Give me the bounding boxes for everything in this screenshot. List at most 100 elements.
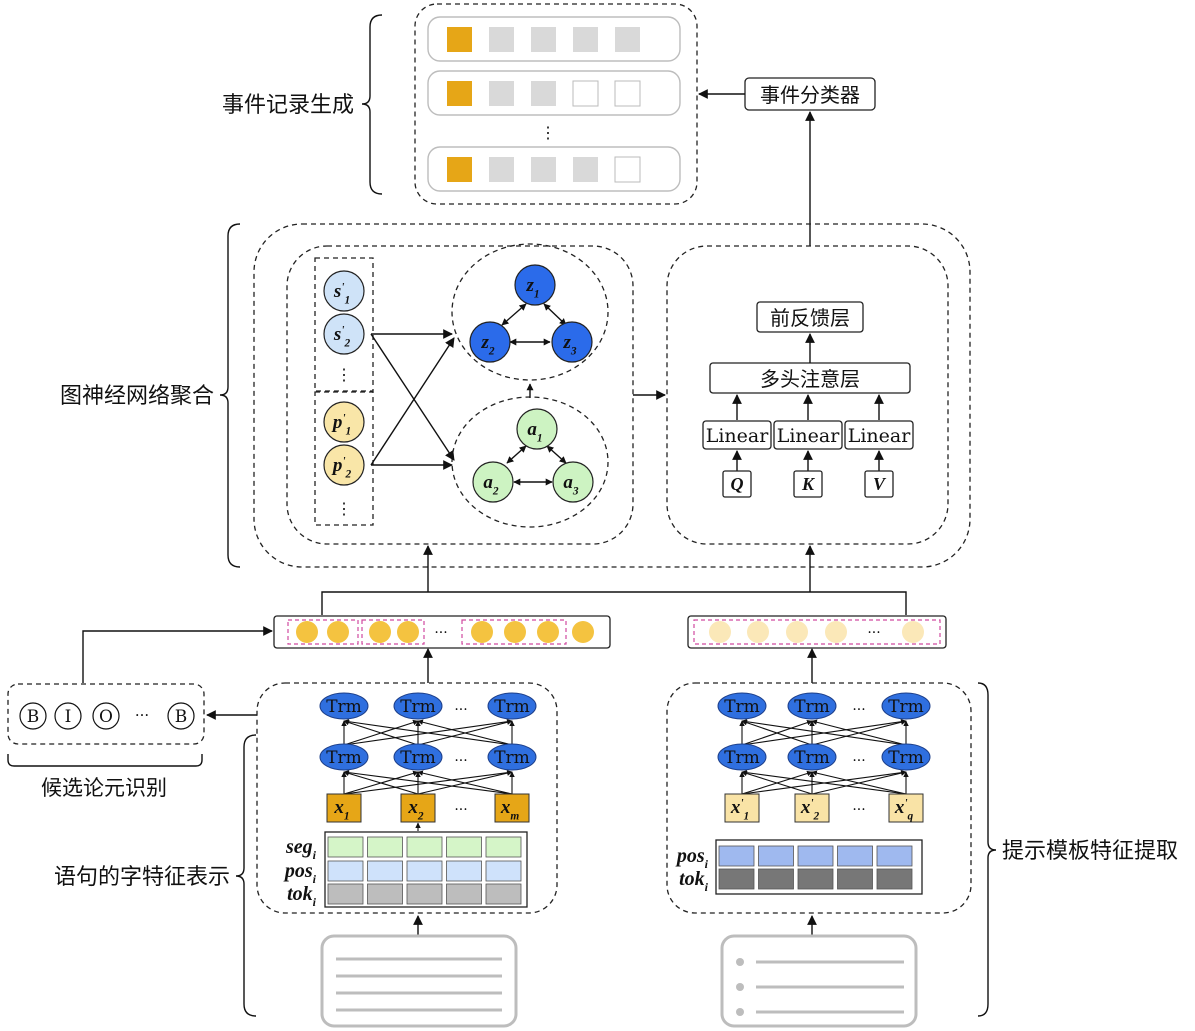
token-dot — [296, 621, 318, 643]
bio-tag-label: B — [175, 707, 188, 727]
trm-label: Trm — [400, 697, 436, 717]
embedding-cell — [328, 837, 363, 857]
token-dot — [786, 621, 808, 643]
a1-a2-edge — [507, 446, 526, 463]
embedding-cell — [838, 869, 873, 889]
s-to-a-arrow — [371, 334, 454, 460]
trm-ellipsis: ··· — [454, 702, 467, 718]
embedding-label-sub: i — [705, 880, 709, 894]
right-encoder-section: 提示模板特征提取 TrmTrmTrm···TrmTrmTrm···x'1x'2x… — [667, 683, 1178, 1026]
embedding-cell — [759, 846, 794, 866]
linear-label: Linear — [777, 425, 841, 447]
bullet-dot — [736, 1008, 744, 1016]
embedding-label-base: pos — [283, 860, 313, 882]
argument-cell — [489, 81, 514, 106]
p1-node-label-sub: 1 — [345, 426, 351, 438]
z1-z3-edge — [544, 304, 566, 325]
gnn-outer-frame — [254, 224, 970, 567]
brace-gnn — [220, 224, 240, 567]
brace-event-record — [362, 15, 382, 194]
embedding-cell — [447, 861, 482, 881]
input-ellipsis: ··· — [852, 802, 865, 818]
event-type-cell — [447, 157, 472, 182]
embedding-cell — [486, 837, 521, 857]
argument-cell — [489, 157, 514, 182]
left-seq-ellipsis: ··· — [434, 625, 447, 641]
s2-node-label-prime: ' — [341, 324, 344, 336]
argument-cell — [531, 81, 556, 106]
bio-tags: BIOB — [20, 703, 194, 729]
embedding-cell — [328, 884, 363, 904]
input-token-base: x — [407, 797, 418, 818]
input-token-base: x — [894, 797, 905, 818]
qkv-label: V — [873, 474, 887, 494]
s1-node-label-sub: 1 — [344, 295, 350, 307]
multi-head-attention-label: 多头注意层 — [760, 367, 860, 391]
feed-forward-label: 前反馈层 — [770, 306, 850, 330]
records-ellipsis: ⋮ — [540, 123, 556, 142]
a1-a3-edge — [547, 446, 566, 463]
input-ellipsis: ··· — [454, 802, 467, 818]
embedding-label-sub: i — [313, 872, 317, 886]
z-graph-ellipse — [452, 244, 608, 380]
s2-node-label-sub: 2 — [343, 338, 350, 350]
z2-node-label-sub: 2 — [488, 346, 495, 358]
p2-node-label-base: p — [331, 455, 343, 476]
token-dot — [572, 621, 594, 643]
input-token-sub: 1 — [743, 811, 749, 823]
trm-label: Trm — [494, 697, 530, 717]
argument-cell — [573, 81, 598, 106]
trm-ellipsis: ··· — [852, 753, 865, 769]
bio-tag-label: I — [65, 707, 72, 727]
embedding-cell — [486, 884, 521, 904]
brace-sentence — [236, 735, 256, 1016]
event-type-cell — [447, 81, 472, 106]
p-to-z-arrow — [371, 338, 454, 465]
event-record-section: 事件记录生成 ⋮ 事件分类器 — [222, 4, 875, 246]
argument-cell — [573, 27, 598, 52]
event-classifier-label: 事件分类器 — [760, 83, 860, 107]
right-transformer: TrmTrmTrm···TrmTrmTrm···x'1x'2x'q··· — [718, 693, 930, 823]
embedding-cell — [447, 837, 482, 857]
argument-cell — [615, 81, 640, 106]
embedding-cell — [719, 846, 754, 866]
trm-ellipsis: ··· — [454, 753, 467, 769]
z1-node-label-sub: 1 — [534, 289, 540, 301]
p1-node-label-prime: ' — [342, 412, 345, 424]
token-sequences: ··· ··· — [274, 616, 946, 648]
embedding-cell — [407, 861, 442, 881]
embedding-cell — [877, 846, 912, 866]
graph-nodes: s'1s'2p'1p'2z1z2z3a1a2a3 — [324, 265, 593, 502]
embedding-cell — [877, 869, 912, 889]
input-token-base: x — [500, 797, 511, 818]
input-token-prime: ' — [904, 797, 907, 809]
linear-label: Linear — [848, 425, 912, 447]
sentence-features-label: 语句的字特征表示 — [54, 865, 230, 890]
bio-section: BIOB ··· 候选论元识别 — [8, 684, 204, 800]
s1-node-label-prime: ' — [341, 281, 344, 293]
trm-label: Trm — [326, 697, 362, 717]
token-dot — [504, 621, 526, 643]
embedding-label-sub: i — [313, 895, 317, 909]
embedding-cell — [368, 861, 403, 881]
token-dot — [537, 621, 559, 643]
token-dot — [397, 621, 419, 643]
embedding-cell — [798, 846, 833, 866]
token-dot — [825, 621, 847, 643]
qkv-label: K — [801, 474, 816, 494]
input-token-sub: q — [907, 811, 913, 823]
bio-tag-label: B — [27, 707, 40, 727]
linear-label: Linear — [706, 425, 770, 447]
input-token-prime: ' — [810, 797, 813, 809]
embedding-label-base: tok — [679, 868, 705, 890]
argument-cell — [489, 27, 514, 52]
embedding-cell — [447, 884, 482, 904]
trm-label: Trm — [400, 748, 436, 768]
a3-node-label-sub: 3 — [572, 486, 579, 498]
input-token-sub: 1 — [344, 811, 350, 823]
p2-node-label-sub: 2 — [344, 469, 351, 481]
token-dot — [709, 621, 731, 643]
trm-label: Trm — [494, 748, 530, 768]
right-seq-ellipsis: ··· — [867, 625, 880, 641]
